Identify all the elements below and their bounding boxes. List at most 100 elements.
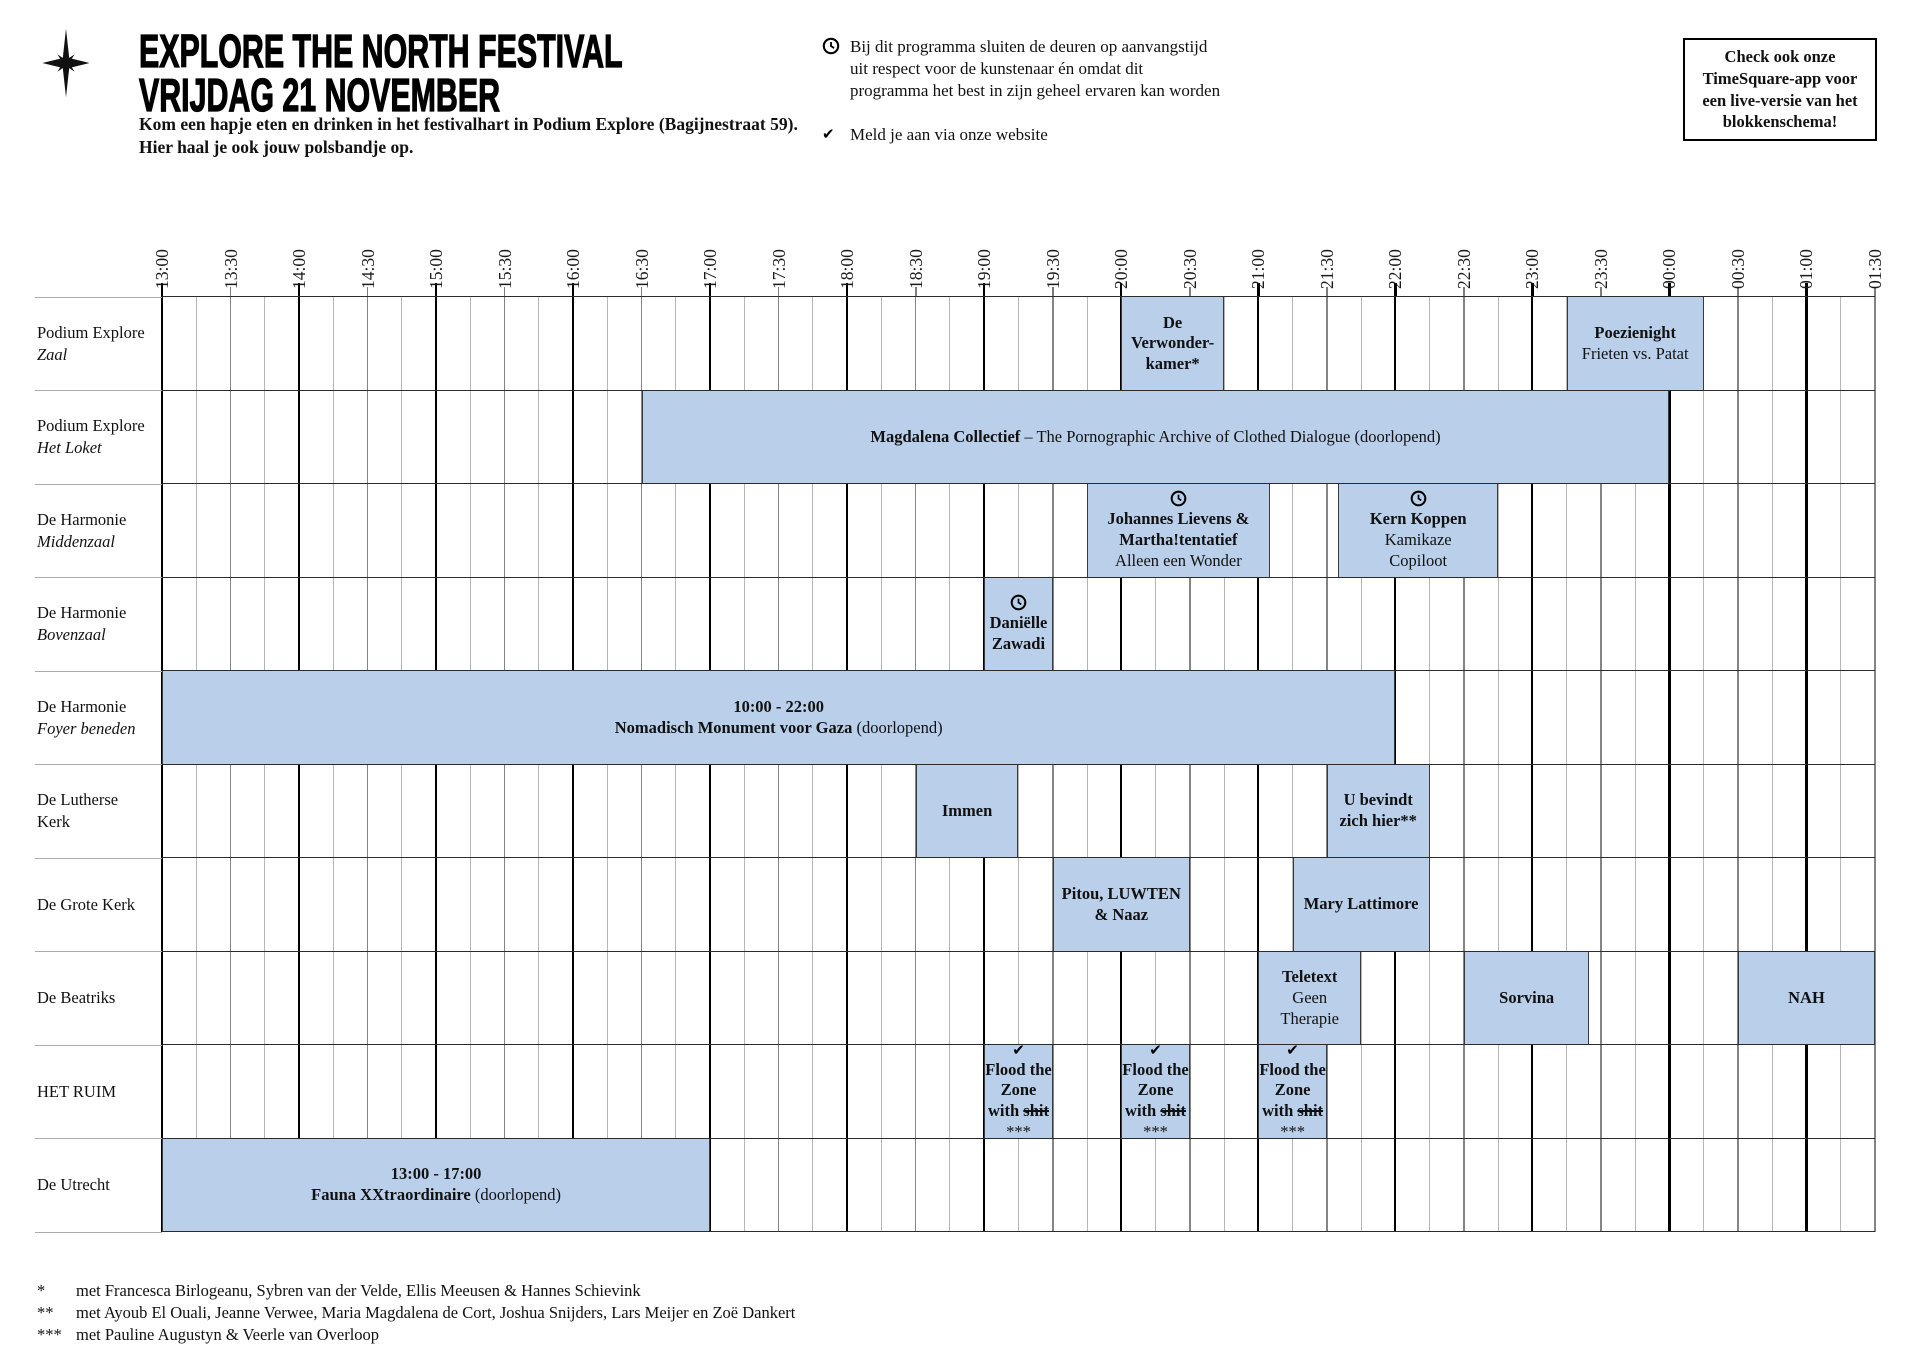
checkmark-icon: ✔	[1149, 1040, 1162, 1059]
row-line	[162, 1044, 1875, 1046]
text-segment: zich hier**	[1339, 811, 1417, 831]
event-block: Immen	[915, 764, 1019, 858]
text-segment: Nomadisch Monument voor Gaza	[614, 717, 853, 737]
intro-text: Kom een hapje eten en drinken in het fes…	[139, 113, 798, 159]
text-segment: Copiloot	[1389, 550, 1448, 570]
event-text-line: Johannes Lievens &	[1107, 509, 1249, 530]
text-segment: Teletext	[1282, 967, 1338, 987]
row-line-left	[35, 577, 162, 578]
text-segment: & Naaz	[1094, 904, 1149, 924]
checkmark-icon: ✔	[1286, 1040, 1299, 1059]
time-tick-half	[1326, 287, 1328, 297]
event-text-line: with shit	[988, 1101, 1049, 1122]
time-tick-hour	[1120, 283, 1123, 297]
text-segment: Zawadi	[991, 633, 1046, 653]
text-segment: U bevindt	[1343, 790, 1413, 810]
text-segment: Podium Explore	[37, 322, 145, 342]
time-label: 23:30	[1590, 249, 1611, 289]
note-doors-policy: Bij dit programma sluiten de deuren op a…	[822, 36, 1222, 101]
text-segment: kamer*	[1145, 354, 1200, 374]
text-segment: Podium Explore	[37, 416, 145, 436]
time-tick-hour	[983, 283, 986, 297]
time-tick-half	[366, 287, 369, 297]
venue-label-line: Bovenzaal	[37, 624, 157, 646]
time-label: 23:00	[1522, 249, 1543, 289]
venue-label: De Grote Kerk	[37, 858, 157, 952]
text-segment: NAH	[1788, 987, 1825, 1007]
event-text-line: Flood the	[1122, 1060, 1188, 1081]
event-text-line: Nomadisch Monument voor Gaza (doorlopend…	[615, 718, 943, 739]
event-block: Mary Lattimore	[1292, 858, 1430, 952]
event-text-line: 10:00 - 22:00	[733, 697, 824, 718]
row-line-left	[35, 390, 162, 391]
time-label: 17:30	[768, 249, 789, 289]
row-line-left	[35, 296, 162, 298]
text-segment: De Utrecht	[37, 1175, 110, 1195]
time-tick-half	[1600, 287, 1602, 297]
text-segment: Sorvina	[1499, 987, 1555, 1007]
row-line-left	[35, 764, 162, 765]
event-text-line: Flood the	[985, 1060, 1051, 1081]
venue-label-line: De Lutherse	[37, 789, 157, 811]
page-title: EXPLORE THE NORTH FESTIVAL VRIJDAG 21 NO…	[139, 28, 623, 121]
row-line-left	[35, 483, 162, 485]
event-text-line: Immen	[942, 801, 992, 822]
note-signup-text: Meld je aan via onze website	[850, 125, 1048, 144]
row-line-left	[35, 951, 162, 952]
time-tick-half	[1874, 287, 1876, 297]
event-text-line: Teletext	[1282, 967, 1337, 988]
venue-label-line: De Grote Kerk	[37, 894, 157, 916]
venue-label-line: De Harmonie	[37, 509, 157, 531]
time-tick-half	[1463, 287, 1465, 297]
event-text-line: Sorvina	[1499, 988, 1554, 1009]
event-text-line: Kamikaze	[1385, 530, 1452, 551]
text-segment: Martha!tentatief	[1119, 529, 1238, 549]
row-line	[162, 483, 1875, 485]
row-line-left	[35, 1138, 162, 1139]
text-segment: HET RUIM	[37, 1081, 116, 1101]
text-segment: Verwonder-	[1131, 333, 1215, 353]
text-segment: Zone	[1274, 1080, 1311, 1100]
event-text-line: Zone	[1275, 1080, 1311, 1101]
venue-label-line: Middenzaal	[37, 531, 157, 553]
venue-label: HET RUIM	[37, 1045, 157, 1139]
note-signup: ✔ Meld je aan via onze website	[822, 124, 1222, 146]
row-line	[162, 296, 1875, 298]
time-tick-hour	[571, 283, 575, 297]
time-label: 21:30	[1316, 249, 1337, 289]
time-tick-hour	[708, 283, 712, 297]
venue-label-line: Het Loket	[37, 437, 157, 459]
text-segment: with	[1262, 1101, 1298, 1121]
footnote-marker: **	[37, 1303, 54, 1322]
event-text-line: & Naaz	[1094, 905, 1148, 926]
timesquare-app-text: Check ook onze TimeSquare-app voor een l…	[1702, 46, 1858, 132]
text-segment: Kamikaze	[1384, 529, 1452, 549]
text-segment: Frieten vs. Patat	[1581, 343, 1689, 363]
text-segment: 13:00 - 17:00	[390, 1164, 482, 1184]
clock-icon	[1010, 594, 1027, 611]
page-title-line2: VRIJDAG 21 NOVEMBER	[139, 68, 501, 121]
footnote-marker: *	[37, 1281, 46, 1300]
text-segment: 10:00 - 22:00	[733, 696, 825, 716]
checkmark-icon: ✔	[822, 125, 835, 143]
text-segment: Mary Lattimore	[1303, 894, 1419, 914]
venue-label-line: Kerk	[37, 811, 157, 833]
text-segment: with	[1125, 1101, 1161, 1121]
venue-label: De Beatriks	[37, 952, 157, 1046]
checkmark-icon: ✔	[1012, 1040, 1025, 1059]
text-segment: Flood the	[1122, 1059, 1189, 1079]
intro-line1: Kom een hapje eten en drinken in het fes…	[139, 114, 798, 134]
text-segment: Geen	[1292, 987, 1328, 1007]
time-label: 20:00	[1111, 249, 1132, 289]
row-line	[162, 576, 1875, 578]
event-text-line: ***	[1143, 1122, 1168, 1143]
event-block: Sorvina	[1463, 951, 1590, 1045]
